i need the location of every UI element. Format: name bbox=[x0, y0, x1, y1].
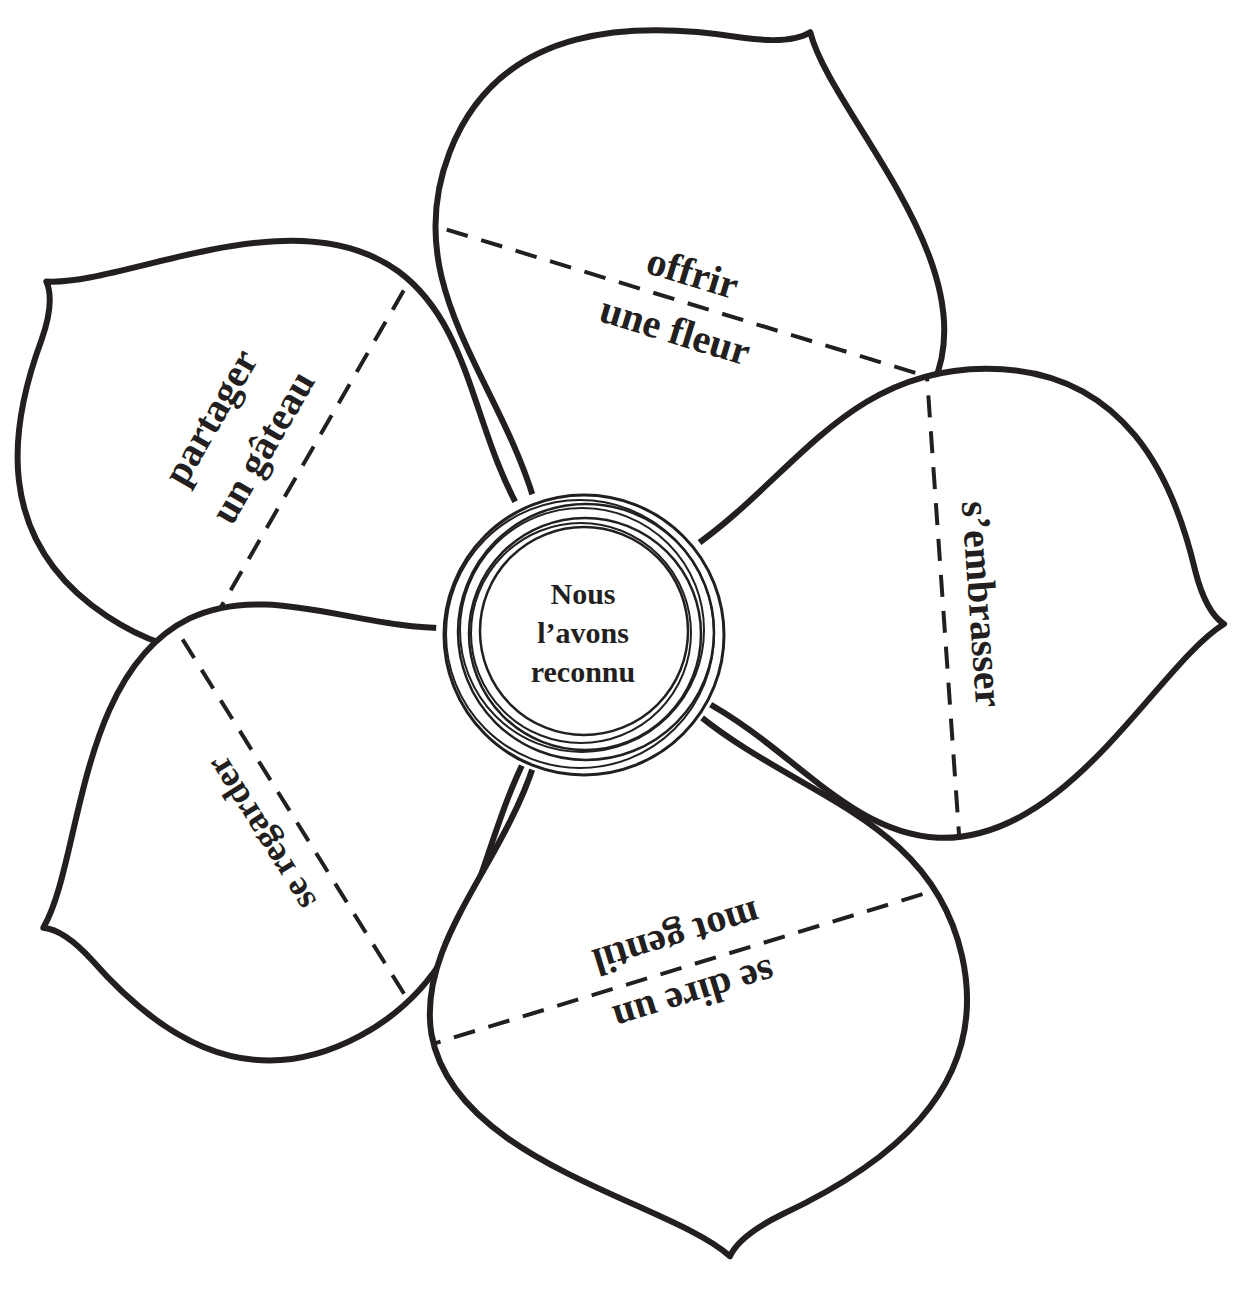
center-ring bbox=[480, 527, 688, 735]
center-label: Nous l’avons reconnu bbox=[531, 574, 635, 691]
center-ring bbox=[471, 523, 691, 743]
fold-line bbox=[378, 209, 990, 396]
center-disc bbox=[436, 485, 730, 779]
fold-line bbox=[379, 873, 991, 1060]
flower-center: Nous l’avons reconnu bbox=[433, 482, 733, 782]
center-ring bbox=[460, 508, 704, 752]
center-ring bbox=[446, 500, 714, 768]
petal-fill bbox=[364, 662, 1027, 1297]
petal-border bbox=[364, 662, 1027, 1297]
center-ring bbox=[469, 518, 701, 750]
center-ring bbox=[458, 504, 714, 760]
label-slot: Nous l’avons reconnu bbox=[531, 574, 635, 691]
center-ring bbox=[444, 495, 724, 775]
